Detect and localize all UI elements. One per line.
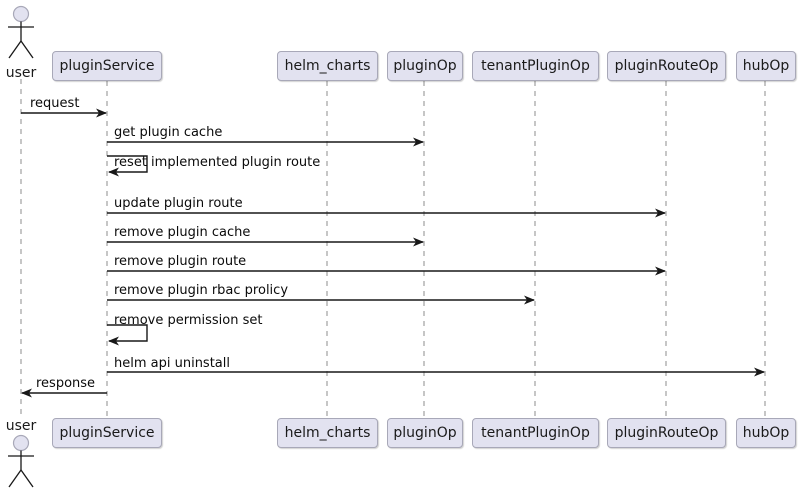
message-label-9: response <box>36 376 96 391</box>
actor-figure-bottom-user <box>8 434 34 488</box>
participant-pluginOp-top[interactable]: pluginOp <box>387 51 463 81</box>
participant-pluginService-top[interactable]: pluginService <box>52 51 162 81</box>
actor-figure-top-user <box>8 5 34 59</box>
actor-leg-right-icon <box>20 40 34 59</box>
participant-label: helm_charts <box>284 58 371 74</box>
participant-label: tenantPluginOp <box>481 58 590 74</box>
message-label-0: request <box>30 96 80 111</box>
message-label-8: helm api uninstall <box>114 356 230 371</box>
participant-pluginOp-bottom[interactable]: pluginOp <box>387 418 463 448</box>
participant-helm_charts-top[interactable]: helm_charts <box>277 51 378 81</box>
actor-label-user-bottom: user <box>5 418 37 434</box>
participant-tenantPluginOp-bottom[interactable]: tenantPluginOp <box>472 418 599 448</box>
participant-label: pluginRouteOp <box>614 58 719 74</box>
actor-head-icon <box>12 5 30 23</box>
lifelines-group <box>20 79 766 418</box>
participant-label: pluginOp <box>393 58 457 74</box>
participant-tenantPluginOp-top[interactable]: tenantPluginOp <box>472 51 599 81</box>
participant-helm_charts-bottom[interactable]: helm_charts <box>277 418 378 448</box>
message-label-3: update plugin route <box>114 196 243 211</box>
message-label-4: remove plugin cache <box>114 225 251 240</box>
participant-label: hubOp <box>742 58 790 74</box>
messages-group <box>21 108 765 398</box>
message-label-1: get plugin cache <box>114 125 223 140</box>
message-label-7: remove permission set <box>114 313 263 328</box>
participant-label: pluginService <box>59 58 155 74</box>
actor-figures-group <box>8 5 34 488</box>
actor-leg-left-icon <box>8 40 22 59</box>
participant-pluginRouteOp-top[interactable]: pluginRouteOp <box>607 51 726 81</box>
actor-label-user-top: user <box>5 65 37 81</box>
participant-label: pluginRouteOp <box>614 425 719 441</box>
message-label-6: remove plugin rbac prolicy <box>114 283 289 298</box>
participant-hubOp-top[interactable]: hubOp <box>736 51 796 81</box>
participant-pluginService-bottom[interactable]: pluginService <box>52 418 162 448</box>
self-message-arrow-7 <box>107 324 148 346</box>
actor-head-icon <box>12 434 30 452</box>
participant-label: pluginOp <box>393 425 457 441</box>
participant-label: pluginService <box>59 425 155 441</box>
participant-label: hubOp <box>742 425 790 441</box>
message-label-5: remove plugin route <box>114 254 247 269</box>
participant-label: helm_charts <box>284 425 371 441</box>
self-message-arrow-2 <box>107 155 148 177</box>
participant-pluginRouteOp-bottom[interactable]: pluginRouteOp <box>607 418 726 448</box>
participant-label: tenantPluginOp <box>481 425 590 441</box>
participant-hubOp-bottom[interactable]: hubOp <box>736 418 796 448</box>
message-label-2: reset implemented plugin route <box>114 155 321 170</box>
actor-leg-left-icon <box>8 469 22 488</box>
actor-leg-right-icon <box>20 469 34 488</box>
